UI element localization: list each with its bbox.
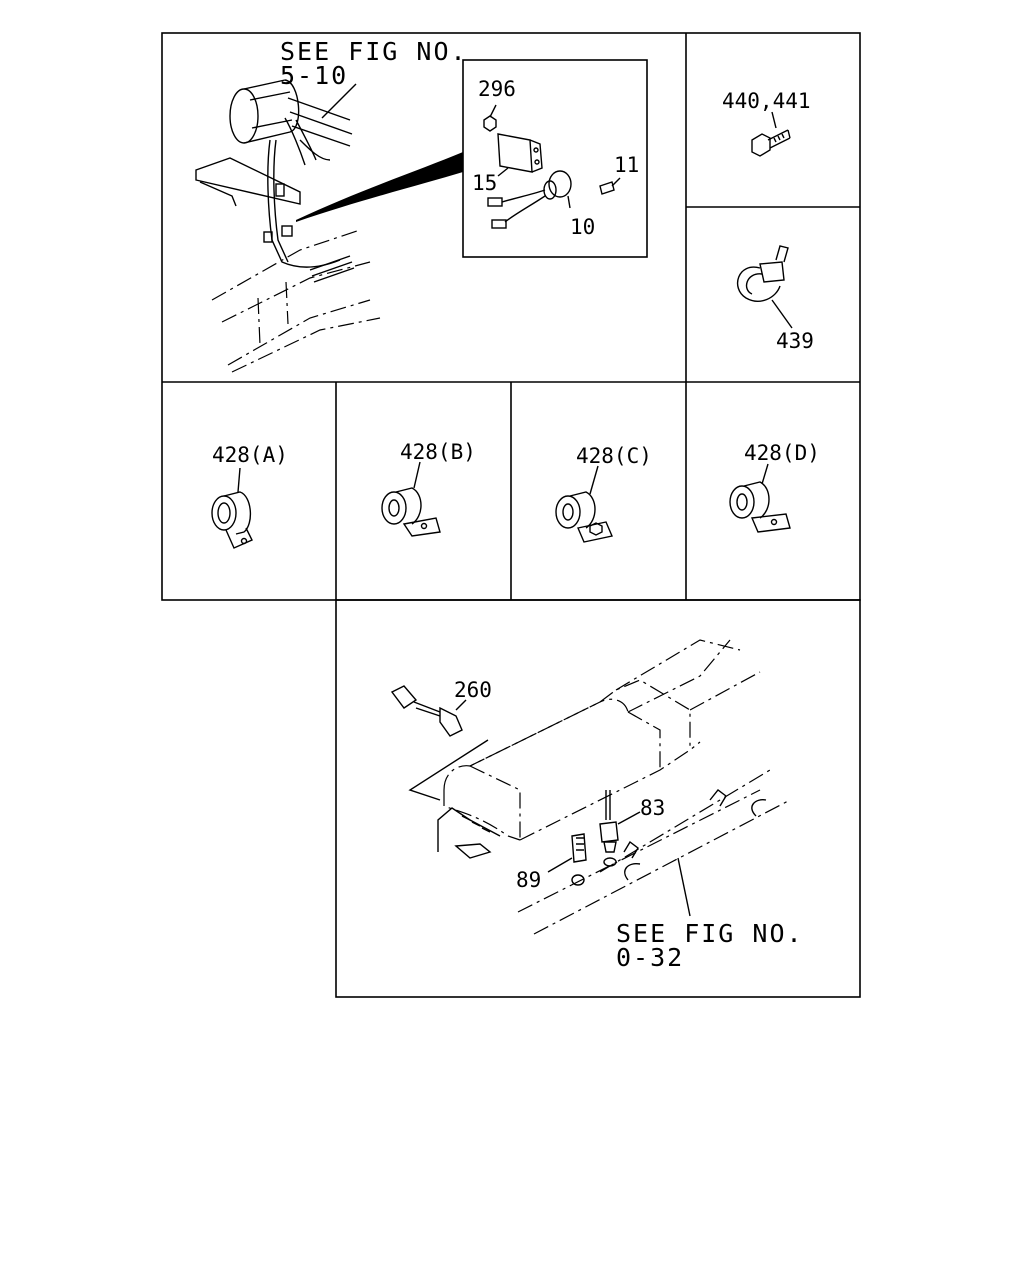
clip-428d-illustration: [729, 463, 791, 533]
callout-89: 89: [516, 868, 541, 892]
harness-overview-illustration: [195, 79, 463, 373]
ref-fig-5-10-line2: 5-10: [280, 61, 348, 90]
callout-260: 260: [454, 678, 492, 702]
bolt-440-441-illustration: [751, 111, 791, 157]
callout-83: 83: [640, 796, 665, 820]
callout-10: 10: [570, 215, 595, 239]
callout-428a: 428(A): [212, 443, 288, 467]
clip-428a-illustration: [211, 467, 253, 549]
detail-inset: [462, 59, 648, 258]
callout-440-441: 440,441: [722, 89, 811, 113]
callout-428b: 428(B): [400, 440, 476, 464]
callout-15: 15: [472, 171, 497, 195]
engine-sensor-illustration: [390, 639, 791, 935]
clip-428b-illustration: [381, 461, 441, 537]
clip-428c-illustration: [555, 465, 613, 543]
callout-428d: 428(D): [744, 441, 820, 465]
ref-fig-5-10-line1: SEE FIG NO.: [280, 37, 468, 66]
cable-tie-439-illustration: [736, 245, 793, 329]
callout-439: 439: [776, 329, 814, 353]
ref-fig-0-32-line1: SEE FIG NO.: [616, 919, 804, 948]
callout-428c: 428(C): [576, 444, 652, 468]
callout-11: 11: [614, 153, 639, 177]
panel-grid: [161, 32, 861, 998]
callout-296: 296: [478, 77, 516, 101]
ref-fig-0-32-line2: 0-32: [616, 943, 684, 972]
